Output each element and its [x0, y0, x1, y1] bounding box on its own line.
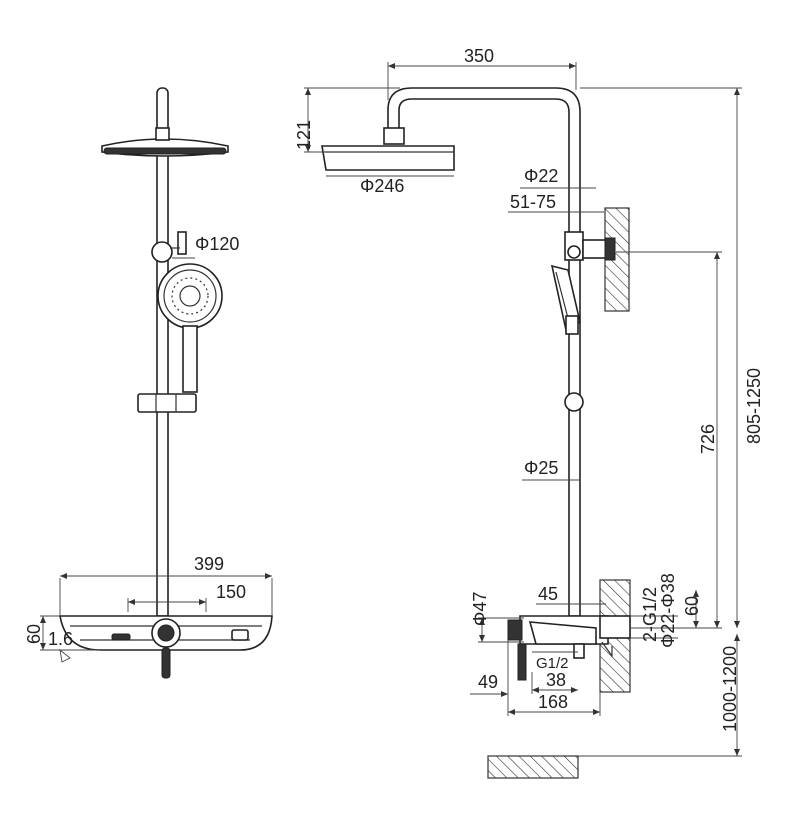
dim-arm-height: 121 [294, 120, 314, 150]
dim-inlet-rise: 60 [682, 596, 702, 616]
slide-bracket-side [564, 392, 584, 412]
dim-mixer-length: 168 [538, 692, 568, 712]
dim-shelf-slope: 1.6 [48, 629, 73, 649]
dim-inlet-thread: G1/2 [536, 655, 569, 672]
slide-bracket [137, 393, 197, 413]
dim-total-height: 805-1250 [744, 368, 764, 444]
dim-inlet-spacing: 150 [216, 582, 246, 602]
handshower-side [550, 264, 581, 335]
main-riser [156, 135, 169, 617]
hand-shower [157, 263, 223, 393]
overhead-shower-head [101, 127, 229, 157]
dim-mixer-depth: 45 [538, 584, 558, 604]
dim-bracket-height: 726 [698, 424, 718, 454]
overhead-head-side [321, 127, 455, 171]
dim-arm-reach: 350 [464, 46, 494, 66]
wall-bracket [564, 231, 616, 261]
dim-upper-pipe: Φ22 [524, 166, 558, 186]
dim-head-diameter: Φ246 [360, 176, 404, 196]
dim-spout-offset: 38 [546, 670, 566, 690]
dim-main-pipe: Φ25 [524, 458, 558, 478]
dim-handle-offset: 49 [478, 672, 498, 692]
dim-shelf-width: 399 [194, 554, 224, 574]
side-view: 350 121 Φ246 Φ22 51-75 Φ25 726 805-1250 … [294, 46, 764, 779]
dim-shelf-height: 60 [24, 624, 44, 644]
front-view: Φ120 399 150 60 1.6 [24, 87, 273, 679]
diverter-knob [151, 231, 187, 263]
dim-escutcheon: Φ22-Φ38 [658, 573, 678, 648]
dim-handshower: Φ120 [195, 234, 239, 254]
dim-wall-offset: 51-75 [510, 192, 556, 212]
mixer-side [507, 615, 631, 681]
dim-mixer-height: Φ47 [470, 592, 490, 626]
dim-install-height: 1000-1200 [720, 646, 740, 732]
floor [487, 755, 579, 779]
dim-connector: 2-G1/2 [640, 587, 660, 642]
thermostatic-shelf [59, 615, 273, 679]
